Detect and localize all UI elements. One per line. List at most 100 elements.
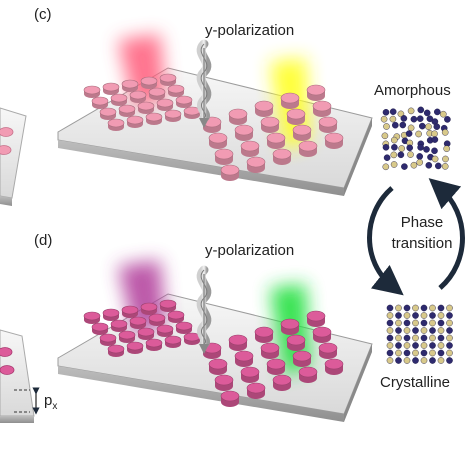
atom [405, 130, 413, 137]
nanodisk [102, 82, 120, 95]
atom [425, 123, 432, 130]
nanodisk [159, 73, 177, 86]
nanodisk [164, 335, 182, 348]
atom [410, 115, 418, 123]
phase-transition-arrows [367, 178, 465, 296]
nanodisk [292, 124, 312, 141]
cropped-slab-bottom [0, 329, 40, 423]
nanodisk [175, 321, 193, 334]
atom [437, 334, 445, 342]
nanodisk [324, 358, 344, 375]
atom [390, 151, 398, 159]
atom [383, 123, 390, 130]
atom [429, 357, 436, 364]
nanodisk [83, 311, 101, 324]
atom [415, 130, 422, 138]
period-base: p [44, 392, 53, 409]
nanodisk [107, 118, 125, 131]
nanodisk [129, 90, 147, 103]
atom [423, 146, 430, 153]
atom [418, 122, 426, 130]
nanodisk [126, 115, 144, 128]
atom [395, 327, 402, 334]
atom [420, 357, 428, 364]
panel-label-d: (d) [34, 232, 53, 249]
atom [439, 110, 447, 118]
atom [437, 312, 445, 319]
nanodisk [164, 109, 182, 122]
atom [383, 154, 391, 161]
nanodisk [137, 327, 155, 340]
nanodisk [306, 310, 326, 327]
atom [437, 319, 445, 327]
nanodisk [324, 132, 344, 149]
atom [420, 319, 428, 327]
nanodisk [234, 124, 254, 141]
nanodisk [145, 338, 163, 351]
cropped-slab-top [0, 107, 27, 206]
atom [389, 108, 397, 115]
nanodisk [292, 350, 312, 367]
nanodisk [318, 342, 338, 359]
atom [446, 342, 453, 349]
nanodisk [266, 132, 286, 149]
atom [434, 162, 442, 170]
phase-transition-label: Phase transition [386, 212, 458, 254]
nanodisk [246, 156, 266, 173]
nanodisk [280, 92, 300, 109]
atom [429, 304, 436, 312]
nanodisk [126, 341, 144, 354]
nanodisk [91, 96, 109, 109]
nanodisk [156, 324, 174, 337]
phase-transition-line1: Phase [400, 214, 444, 231]
atom [437, 327, 445, 334]
nanodisk [129, 316, 147, 329]
atom [400, 115, 408, 122]
atom [420, 349, 428, 357]
nanodisk [99, 333, 117, 346]
atom [391, 121, 399, 129]
atom [416, 153, 424, 160]
nanodisk [286, 108, 306, 125]
nanodisk [140, 76, 158, 89]
nanodisk [214, 374, 234, 391]
atom [386, 312, 394, 319]
nanodisk [118, 330, 136, 343]
amorphous-lattice [380, 106, 451, 171]
atom [386, 342, 394, 349]
atom [395, 342, 402, 349]
atom [403, 349, 411, 357]
nanodisk [110, 93, 128, 106]
atom [446, 312, 453, 319]
nanodisk [107, 344, 125, 357]
nanodisk [83, 85, 101, 98]
nanodisk [183, 106, 201, 119]
atom [446, 319, 453, 327]
nanodisk [145, 112, 163, 125]
nanodisk [260, 342, 280, 359]
crystalline-label: Crystalline [380, 374, 451, 391]
atom [443, 145, 451, 152]
nanodisk [202, 342, 222, 359]
nanodisk [266, 358, 286, 375]
atom [429, 334, 436, 342]
atom [399, 121, 407, 129]
atom [390, 136, 398, 144]
polarization-wave-icon [196, 265, 212, 354]
crystalline-lattice [386, 304, 453, 364]
nanodisk [121, 79, 139, 92]
atom [401, 163, 408, 170]
atom [391, 143, 398, 151]
atom [441, 129, 449, 136]
polarization-wave-icon [196, 39, 212, 128]
nanodisk [298, 140, 318, 157]
atom [403, 304, 411, 312]
nanodisk [220, 390, 240, 407]
nanodisk [148, 313, 166, 326]
atom [416, 159, 424, 166]
atom [412, 319, 419, 327]
panel-c-metasurface [57, 34, 373, 196]
nanodisk [298, 366, 318, 383]
atom [395, 312, 402, 319]
